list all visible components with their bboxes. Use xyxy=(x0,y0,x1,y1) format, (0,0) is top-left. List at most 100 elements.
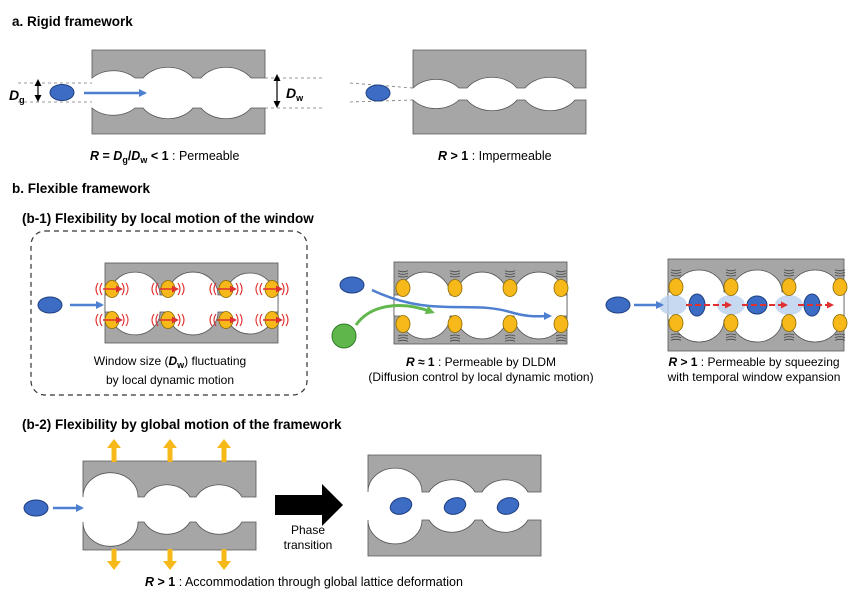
guest-molecule xyxy=(605,296,631,314)
vibration-mark xyxy=(670,338,682,341)
linker-node xyxy=(395,315,411,333)
fluctuation-arc xyxy=(255,313,259,327)
linker-node xyxy=(668,314,684,332)
fluctuation-arc xyxy=(259,313,263,327)
guest-molecule xyxy=(49,84,75,101)
framework-bottom-wall xyxy=(82,521,257,551)
linker-node xyxy=(723,314,739,332)
linker-node xyxy=(447,315,463,333)
vibration-mark xyxy=(504,270,516,273)
linker-node xyxy=(553,279,569,297)
section-b2-title: (b-2) Flexibility by global motion of th… xyxy=(22,417,342,432)
rigid-framework-permeable xyxy=(18,49,325,135)
framework-top-wall xyxy=(367,454,542,493)
guest-molecule xyxy=(443,497,467,515)
global-expansion-arrows xyxy=(107,439,231,570)
guest-molecule xyxy=(37,296,63,314)
linker-node xyxy=(502,315,518,333)
fluctuation-arc xyxy=(281,282,285,296)
fluctuation-arc xyxy=(285,282,289,296)
linker-node xyxy=(553,315,569,333)
fluctuation-arc xyxy=(239,313,243,327)
global-motion-after xyxy=(367,454,542,557)
vibration-mark xyxy=(834,269,846,272)
fluctuation-arc xyxy=(177,313,181,327)
fluctuation-arc xyxy=(151,313,155,327)
fluctuation-arc xyxy=(95,313,99,327)
fluctuation-arc xyxy=(209,282,213,296)
vibration-mark xyxy=(397,270,409,273)
dashed-frame xyxy=(30,230,308,396)
caption-permeable: R = Dg/Dw < 1 : Permeable xyxy=(90,149,240,165)
vibration-mark xyxy=(725,272,737,274)
linker-group xyxy=(668,269,848,341)
dg-label: Dg xyxy=(9,87,25,105)
vibration-mark xyxy=(670,336,682,338)
squeeze-halo xyxy=(717,295,745,315)
framework-top-wall xyxy=(412,49,587,89)
caption-dldm: R ≈ 1 : Permeable by DLDM (Diffusion con… xyxy=(368,355,594,384)
caption-global-deformation: R > 1 : Accommodation through global lat… xyxy=(145,575,463,589)
framework-top-wall xyxy=(82,460,257,498)
section-b-title: b. Flexible framework xyxy=(12,181,151,196)
linker-node xyxy=(668,278,684,296)
global-motion-before xyxy=(23,439,257,570)
vibration-mark xyxy=(670,269,682,272)
vibration-mark xyxy=(834,338,846,341)
fluctuation-arc xyxy=(239,282,243,296)
dw-label: Dw xyxy=(286,85,304,103)
vibration-mark xyxy=(397,337,409,339)
fluctuation-arc xyxy=(213,282,217,296)
linker-node xyxy=(723,278,739,296)
caption-window-fluctuation: Window size (Dw) fluctuating by local dy… xyxy=(93,354,247,387)
vibration-mark xyxy=(834,272,846,274)
linker-group xyxy=(395,270,569,342)
vibration-mark xyxy=(783,269,795,272)
fluctuation-arc xyxy=(151,282,155,296)
local-motion-fluctuation xyxy=(30,230,308,396)
fluctuation-arc xyxy=(259,282,263,296)
caption-squeezing: R > 1 : Permeable by squeezing with temp… xyxy=(667,355,841,384)
fluctuation-arc xyxy=(285,313,289,327)
fluctuation-arc xyxy=(99,313,103,327)
caption-impermeable: R > 1 : Impermeable xyxy=(438,149,552,163)
linker-node xyxy=(447,279,463,297)
fluctuation-arc xyxy=(121,313,125,327)
vibration-mark xyxy=(670,274,682,277)
guest-molecule xyxy=(496,497,520,515)
vibration-mark xyxy=(834,336,846,338)
framework-bottom-wall xyxy=(91,107,266,135)
vibration-mark xyxy=(555,337,567,339)
fluctuation-arc xyxy=(155,282,159,296)
vibration-mark xyxy=(834,333,846,336)
vibration-mark xyxy=(834,274,846,277)
fluctuation-arc xyxy=(125,282,129,296)
fluctuation-arc xyxy=(213,313,217,327)
vibration-mark xyxy=(670,272,682,274)
expansion-arrow-down xyxy=(107,549,121,570)
rigid-framework-impermeable xyxy=(349,49,587,135)
framework-top-wall xyxy=(91,49,266,79)
linker-node xyxy=(395,279,411,297)
vibration-mark xyxy=(725,333,737,336)
vibration-mark xyxy=(670,333,682,336)
vibration-mark xyxy=(555,339,567,342)
section-b1-title: (b-1) Flexibility by local motion of the… xyxy=(22,211,314,226)
vibration-mark xyxy=(397,273,409,275)
vibration-mark xyxy=(783,336,795,338)
vibration-mark xyxy=(555,270,567,273)
fluctuation-arc xyxy=(95,282,99,296)
vibration-mark xyxy=(555,334,567,337)
expansion-arrow-up xyxy=(217,439,231,462)
vibration-mark xyxy=(783,338,795,341)
guest-molecule xyxy=(23,499,49,517)
fluctuation-arc xyxy=(177,282,181,296)
vibration-mark xyxy=(397,334,409,337)
vibration-mark xyxy=(783,272,795,274)
phase-transition-label: Phase transition xyxy=(283,523,333,552)
guest-molecule xyxy=(339,276,365,294)
vibration-mark xyxy=(783,274,795,277)
linker-group xyxy=(95,280,289,329)
squeezing-permeation xyxy=(605,258,848,352)
